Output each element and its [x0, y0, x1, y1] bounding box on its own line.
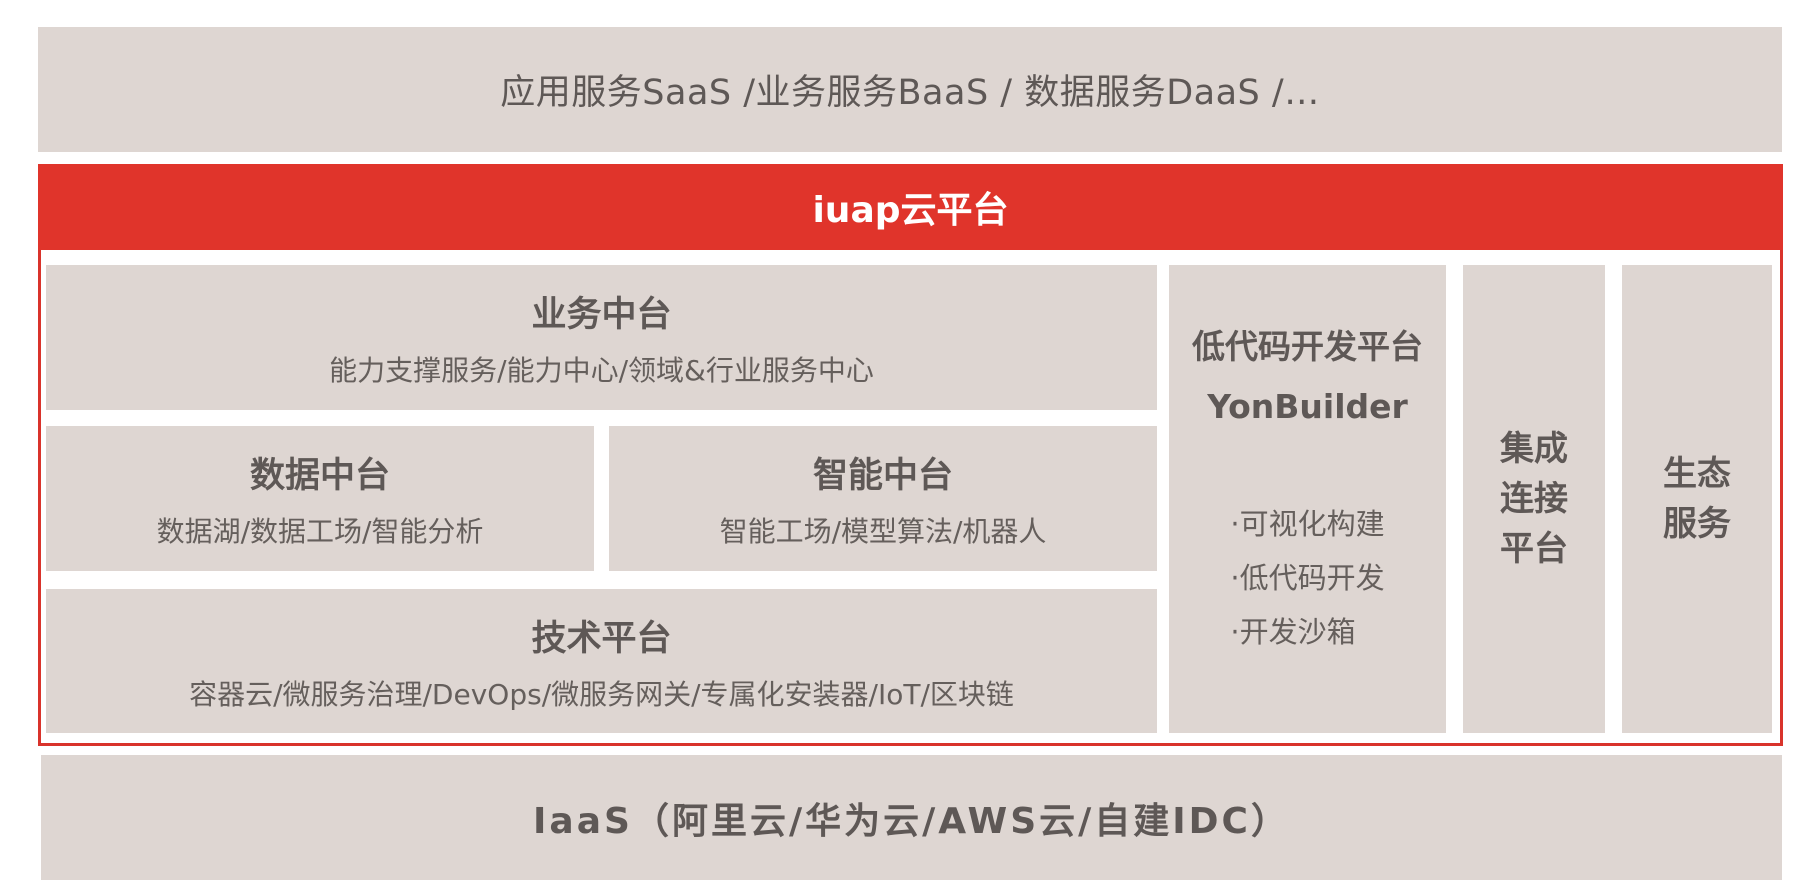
- business-platform-title: 业务中台: [531, 295, 672, 335]
- ai-platform-title: 智能中台: [812, 456, 953, 496]
- saas-layer-label: 应用服务SaaS /业务服务BaaS / 数据服务DaaS /…: [500, 73, 1320, 113]
- integration-platform-label-line: 集成: [1500, 429, 1568, 469]
- ecosystem-service-label-line: 生态: [1663, 454, 1731, 494]
- ecosystem-service-box: 生态 服务: [1622, 265, 1772, 733]
- lowcode-feature-item: ·开发沙箱: [1230, 615, 1356, 649]
- iuap-platform-title: iuap云平台: [812, 190, 1009, 231]
- integration-platform-box: 集成 连接 平台: [1463, 265, 1605, 733]
- ai-platform-subtitle: 智能工场/模型算法/机器人: [719, 515, 1047, 548]
- integration-platform-label-line: 平台: [1500, 529, 1568, 569]
- lowcode-feature-item: ·可视化构建: [1230, 507, 1385, 541]
- ai-platform-box: 智能中台 智能工场/模型算法/机器人: [609, 426, 1157, 571]
- business-platform-box: 业务中台 能力支撑服务/能力中心/领域&行业服务中心: [46, 265, 1157, 410]
- tech-platform-box: 技术平台 容器云/微服务治理/DevOps/微服务网关/专属化安装器/IoT/区…: [46, 589, 1157, 733]
- tech-platform-title: 技术平台: [531, 618, 672, 659]
- lowcode-feature-item: ·低代码开发: [1230, 561, 1385, 595]
- iaas-layer-label: IaaS（阿里云/华为云/AWS云/自建IDC）: [533, 800, 1290, 842]
- iaas-layer: IaaS（阿里云/华为云/AWS云/自建IDC）: [41, 755, 1782, 880]
- data-platform-title: 数据中台: [249, 456, 390, 496]
- lowcode-platform-title: 低代码开发平台: [1192, 327, 1423, 366]
- ecosystem-service-label-line: 服务: [1663, 504, 1731, 544]
- lowcode-platform-name: YonBuilder: [1207, 387, 1408, 426]
- business-platform-subtitle: 能力支撑服务/能力中心/领域&行业服务中心: [329, 354, 874, 387]
- saas-baas-daas-layer: 应用服务SaaS /业务服务BaaS / 数据服务DaaS /…: [38, 27, 1782, 152]
- data-platform-box: 数据中台 数据湖/数据工场/智能分析: [46, 426, 594, 571]
- tech-platform-subtitle: 容器云/微服务治理/DevOps/微服务网关/专属化安装器/IoT/区块链: [189, 677, 1014, 711]
- data-platform-subtitle: 数据湖/数据工场/智能分析: [156, 515, 484, 548]
- iuap-platform-header: iuap云平台: [38, 164, 1783, 250]
- lowcode-feature-list: ·可视化构建 ·低代码开发 ·开发沙箱: [1230, 497, 1384, 659]
- integration-platform-label-line: 连接: [1500, 479, 1568, 519]
- lowcode-platform-box: 低代码开发平台 YonBuilder ·可视化构建 ·低代码开发 ·开发沙箱: [1169, 265, 1446, 733]
